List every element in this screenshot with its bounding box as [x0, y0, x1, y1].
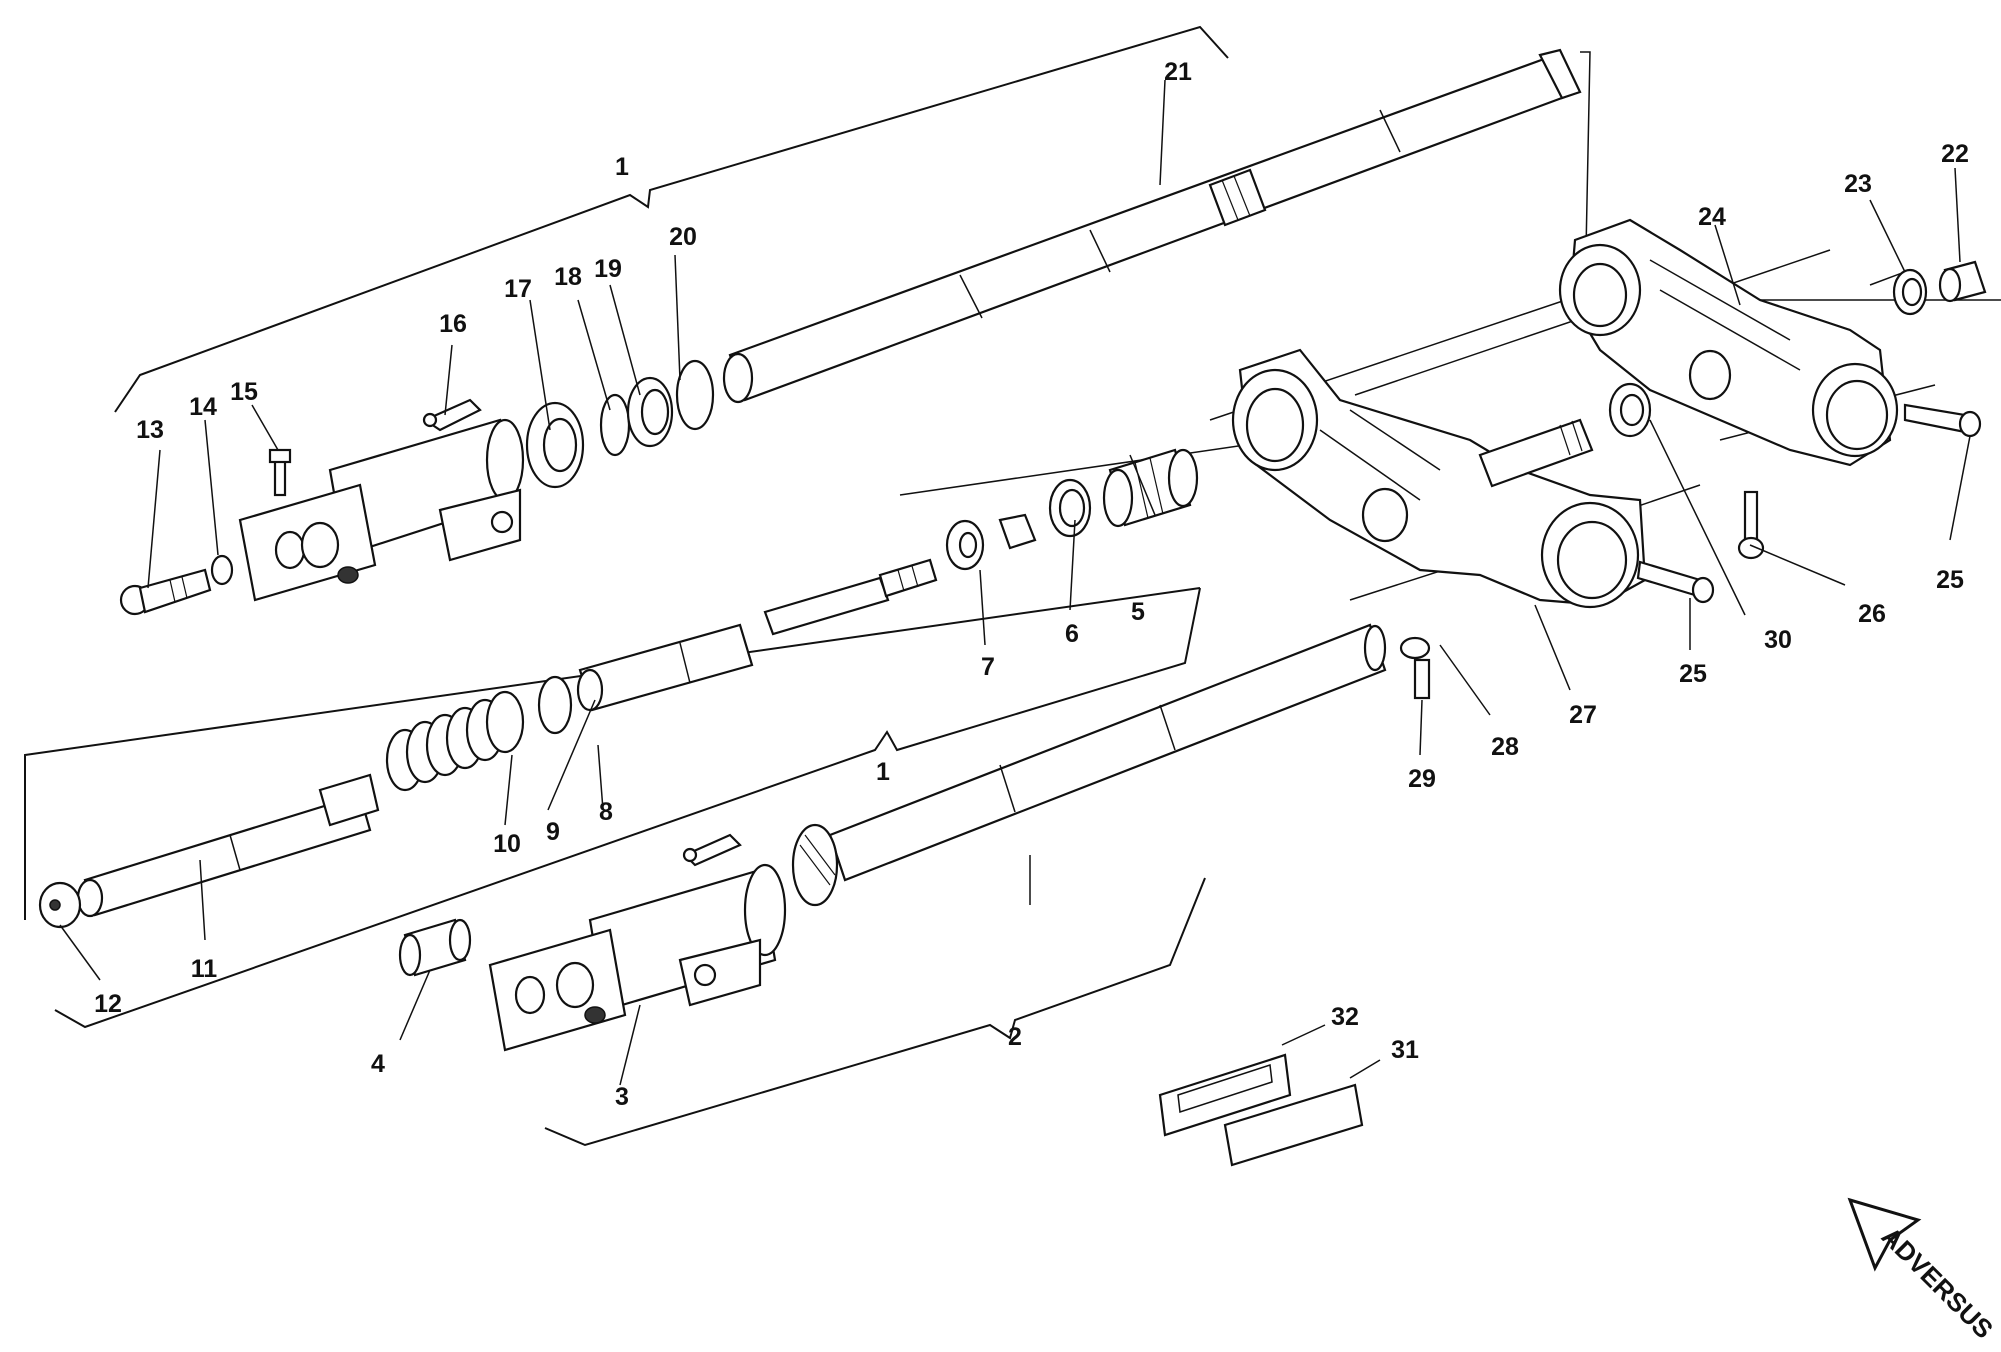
callout-26: 26: [1858, 600, 1886, 628]
bolt-26: [1737, 490, 1765, 560]
callout-28: 28: [1491, 733, 1519, 761]
callout-5: 5: [1131, 598, 1145, 626]
seal-17: [525, 401, 585, 489]
callout-16: 16: [439, 310, 467, 338]
bushing-19: [626, 376, 674, 448]
washer-23: [1892, 268, 1928, 316]
bolt-25-lower: [1636, 560, 1715, 604]
lower-triple-clamp-27: [1231, 348, 1647, 609]
spacer-9: [537, 675, 573, 735]
fork-tube-lower: [828, 623, 1387, 905]
tube-bushing: [1208, 168, 1267, 227]
brand-arrow-icon: [1847, 1197, 1922, 1272]
callout-12: 12: [94, 990, 122, 1018]
callout-23: 23: [1844, 170, 1872, 198]
callout-31: 31: [1391, 1036, 1419, 1064]
callout-10: 10: [493, 830, 521, 858]
callout-15: 15: [230, 378, 258, 406]
callout-14: 14: [189, 393, 217, 421]
leader-lines: [59, 79, 1971, 1086]
screw-15: [268, 448, 292, 497]
washer-14: [210, 554, 234, 586]
callout-1-lower: 1: [876, 758, 890, 786]
decal-31: [1223, 1083, 1364, 1167]
cap-nut-22: [1938, 260, 1987, 303]
callout-32: 32: [1331, 1003, 1359, 1031]
callout-17: 17: [504, 275, 532, 303]
screw-28-29: [1399, 636, 1431, 700]
callout-9: 9: [546, 818, 560, 846]
callout-3: 3: [615, 1083, 629, 1111]
nut-30: [1608, 382, 1652, 438]
seal-lower: [791, 823, 839, 907]
group-bracket-1-upper: [114, 25, 1229, 413]
callout-24: 24: [1698, 203, 1726, 231]
callout-25-center: 25: [1679, 660, 1707, 688]
bolt-13: [119, 568, 212, 616]
callout-27: 27: [1569, 701, 1597, 729]
rod-upper: [763, 558, 938, 636]
group-bracket-2: [544, 877, 1206, 1147]
callout-1-upper: 1: [615, 153, 629, 181]
callout-7: 7: [981, 653, 995, 681]
cap-5: [1102, 448, 1199, 528]
bolt-25-upper: [1903, 403, 1982, 438]
fork-tube-21: [722, 48, 1582, 404]
callout-29: 29: [1408, 765, 1436, 793]
callout-19: 19: [594, 255, 622, 283]
brand-text: ADVERSUS: [1876, 1221, 1999, 1344]
upper-triple-clamp-24: [1558, 218, 1899, 467]
top-cap-12: [38, 881, 82, 929]
nut-7: [945, 519, 985, 571]
callouts: 1 1 2 3 4 5 6 7 8 9 10 11 12 13 14 15 16…: [94, 58, 1969, 1111]
nut-small: [998, 513, 1037, 550]
callout-21: 21: [1164, 58, 1192, 86]
callout-2: 2: [1008, 1023, 1022, 1051]
fork-slider-lower: [488, 823, 839, 1052]
callout-18: 18: [554, 263, 582, 291]
callout-20: 20: [669, 223, 697, 251]
callout-30: 30: [1764, 626, 1792, 654]
steering-stem: [1478, 418, 1594, 488]
callout-11: 11: [191, 955, 218, 983]
sleeve-4: [398, 918, 472, 977]
callout-4: 4: [371, 1050, 385, 1078]
damper-rod-11: [76, 773, 380, 918]
callout-22: 22: [1941, 140, 1969, 168]
spring-10: [385, 690, 525, 792]
decal-32: [1158, 1053, 1292, 1137]
brand-logo: ADVERSUS: [1847, 1197, 1999, 1344]
tube-8: [576, 623, 754, 712]
callout-6: 6: [1065, 620, 1079, 648]
group-bracket-1-lower: [24, 587, 1201, 1029]
bushing-20: [675, 359, 715, 431]
fork-slider-upper: [238, 398, 525, 602]
callout-8: 8: [599, 798, 613, 826]
callout-13: 13: [136, 416, 164, 444]
ring-18: [599, 393, 631, 457]
callout-25-right: 25: [1936, 566, 1964, 594]
washer-6: [1048, 478, 1092, 538]
